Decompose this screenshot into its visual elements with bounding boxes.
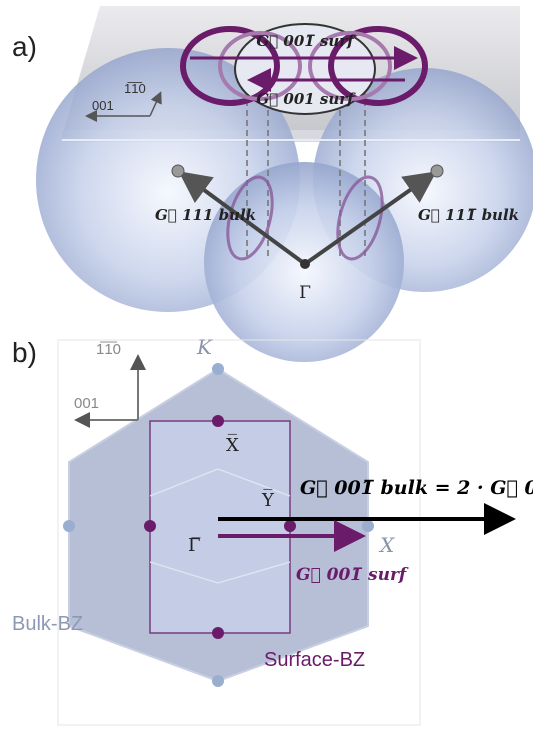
equation-label: G⃗ 001̅ bulk = 2 · G⃗ 001̅ surf <box>300 477 533 499</box>
surf-vector-top-label: G⃗ 001̅ surf <box>256 32 356 50</box>
surface-bz-label: Surface-BZ <box>264 649 365 671</box>
point-K-label: K <box>196 335 213 359</box>
point-Xbar-label: X̅ <box>226 434 239 456</box>
panel-b-label: b) <box>12 337 37 368</box>
axis-indicator-a <box>85 91 162 122</box>
panel-b-frame <box>57 339 421 726</box>
reciprocal-point-right <box>430 164 444 178</box>
axis-label-1bar10-a: 1̅1̅0 <box>124 81 146 96</box>
axis-label-001-b: 001 <box>74 395 99 412</box>
bulk-bz-label: Bulk-BZ <box>12 613 83 635</box>
point-Gammabar-label: Γ̅ <box>188 535 201 556</box>
panel-a-label: a) <box>12 31 37 62</box>
panel-a: G⃗ 001̅ surf G⃗ 001 surf 001 1̅1̅0 G⃗ 11… <box>12 6 533 362</box>
bulk-ring-left <box>226 175 274 261</box>
gamma-label-a: Γ <box>299 283 311 303</box>
surf-vector-bottom-label: G⃗ 001 surf <box>256 90 356 108</box>
bulk-vector-right-label: G⃗ 111̅ bulk <box>418 206 519 224</box>
axis-label-001-a: 001 <box>92 98 114 113</box>
gamma-point-a <box>300 259 310 269</box>
point-X-label: X <box>378 533 395 557</box>
reciprocal-point-left <box>171 164 185 178</box>
surf-vector-b-label: G⃗ 001̅ surf <box>296 565 409 585</box>
point-Ybar-label: Y̅ <box>261 489 275 511</box>
surface-bz-points <box>144 415 296 639</box>
surface-bz <box>149 420 291 634</box>
axis-indicator-b <box>74 354 146 428</box>
bulk-ring-right <box>336 175 384 261</box>
surface-rings <box>180 26 428 106</box>
bulk-vector-left-arrow <box>178 171 307 266</box>
panel-b: 001 1̅1̅0 K X X̅ Y̅ Γ̅ G⃗ 001̅ bulk = 2 … <box>12 335 533 726</box>
bz-internal-edges <box>149 468 291 584</box>
bulk-vector-right-arrow <box>303 171 437 266</box>
bulk-vector-left-label: G⃗ 111 bulk <box>155 206 256 224</box>
axis-label-1bar10-b: 1̅1̅0 <box>96 341 121 358</box>
bulk-bz-points <box>63 363 374 687</box>
